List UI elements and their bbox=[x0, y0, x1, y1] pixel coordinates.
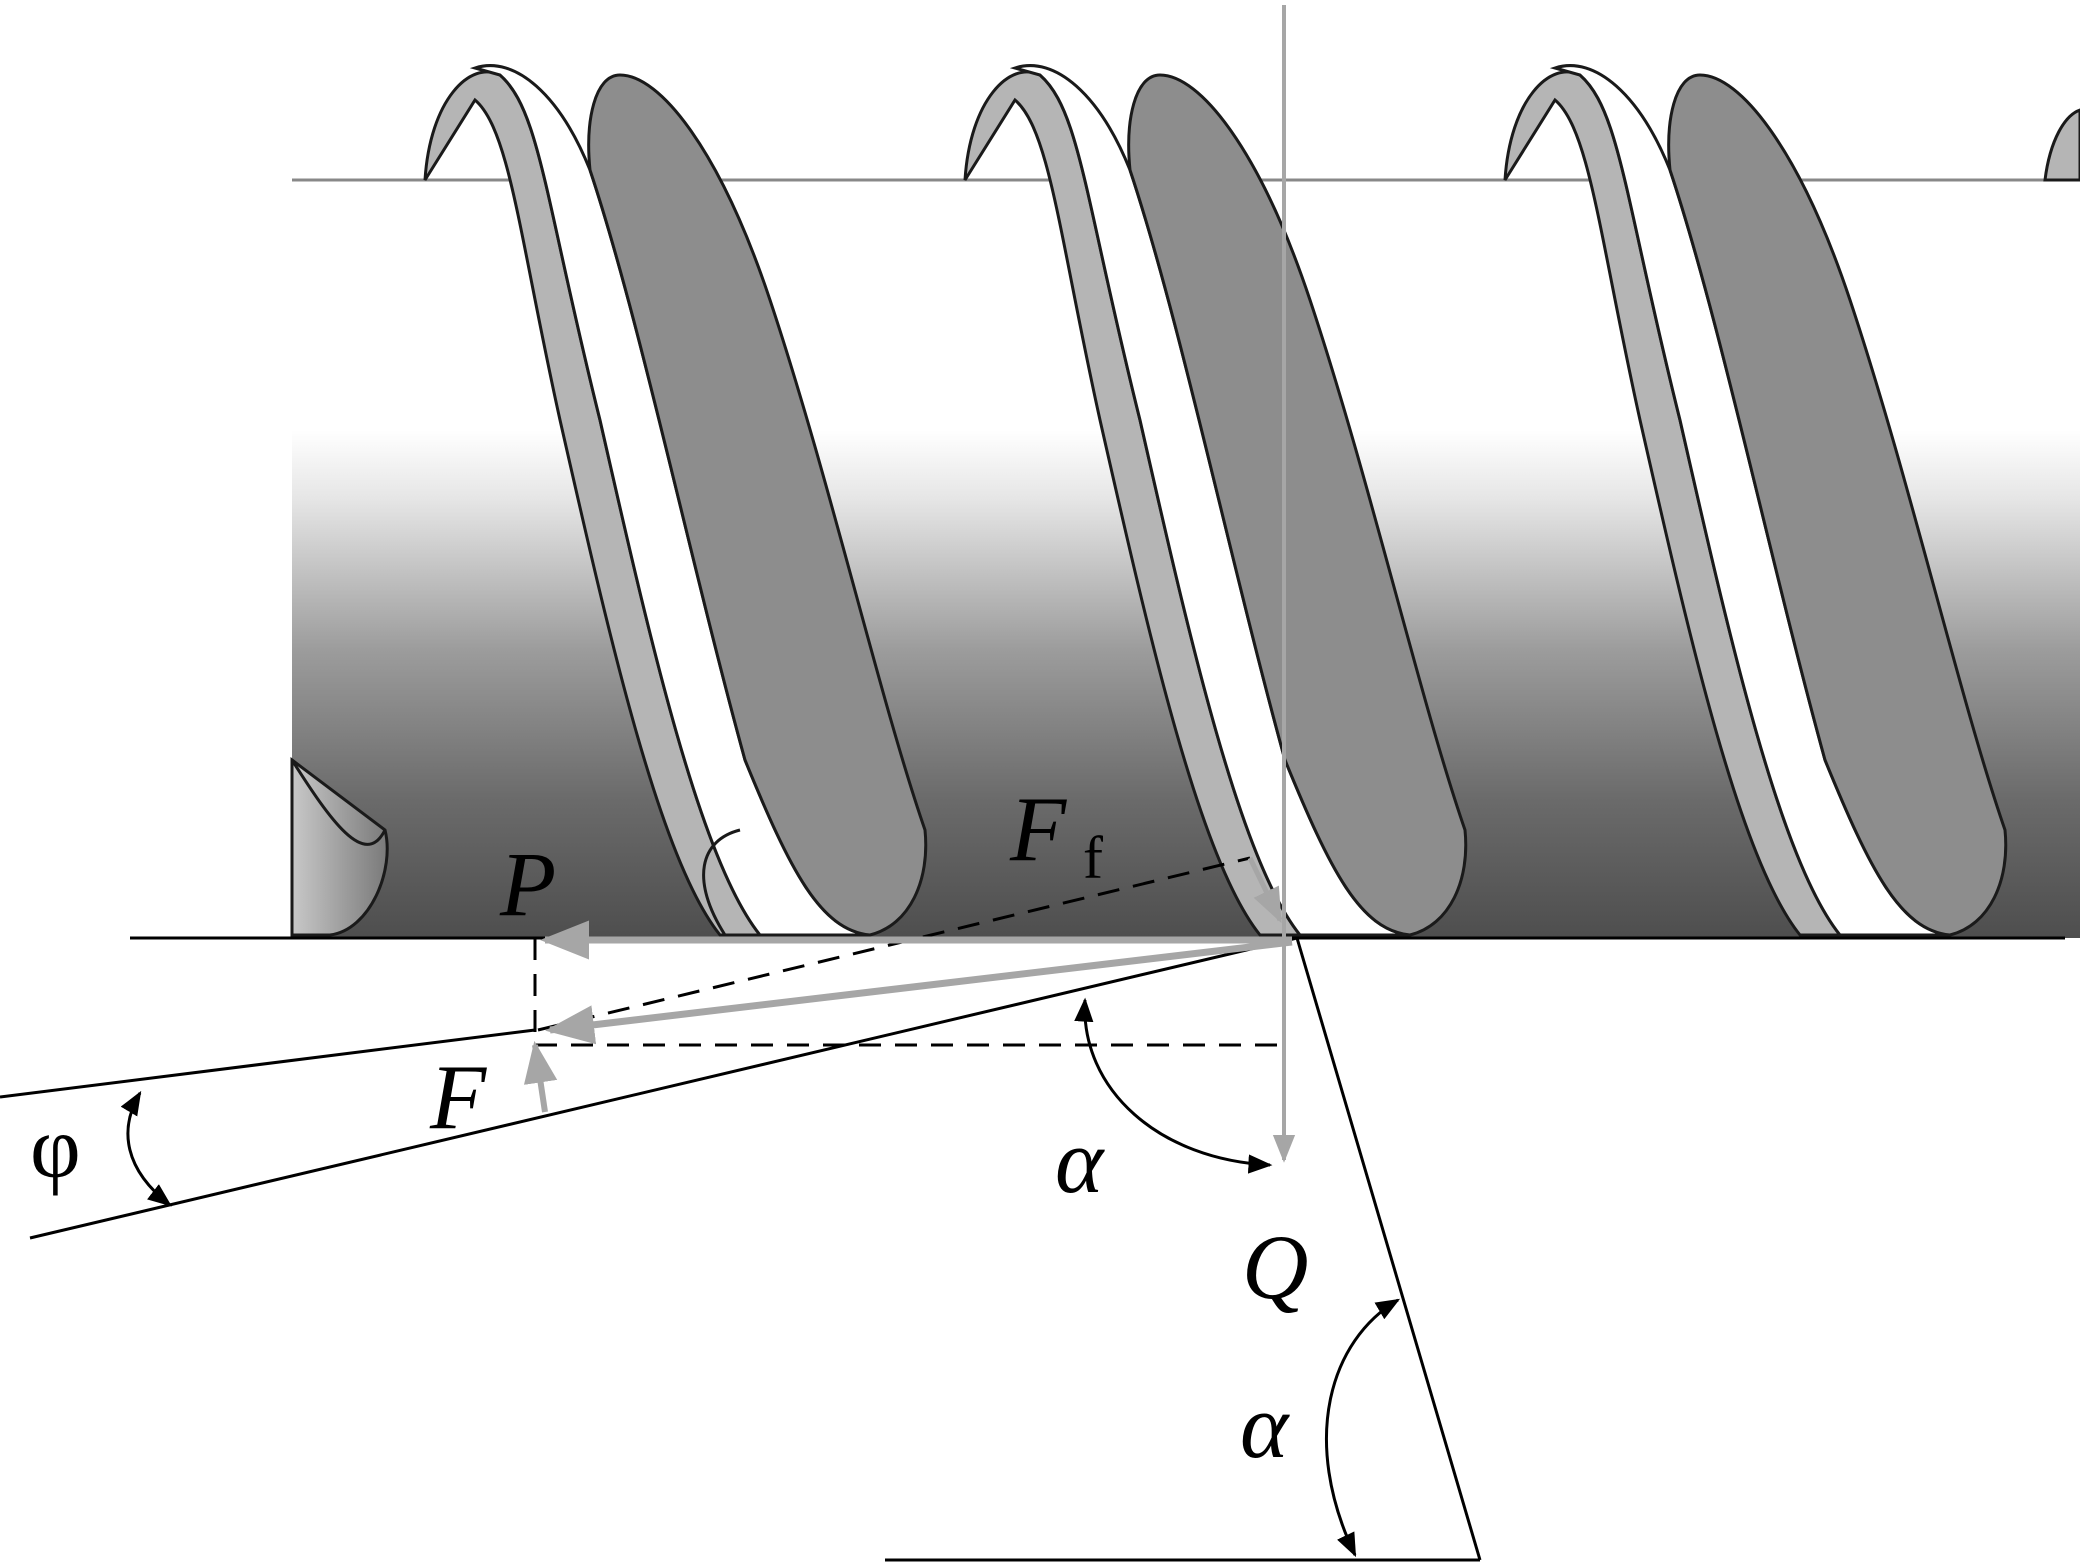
thread-4-partial bbox=[2043, 108, 2080, 182]
label-F: F bbox=[429, 1046, 487, 1148]
label-phi: φ bbox=[30, 1100, 81, 1197]
thread-partial-left bbox=[290, 756, 389, 937]
phi-arc bbox=[120, 1090, 172, 1207]
force-F-arrow bbox=[545, 938, 1293, 1045]
construction-lines bbox=[0, 936, 2065, 1562]
thread-2 bbox=[963, 64, 1468, 937]
angle-arcs bbox=[120, 997, 1401, 1558]
label-P: P bbox=[499, 833, 556, 935]
alpha-upper-arc bbox=[1074, 997, 1273, 1174]
label-Ff-subscript: f bbox=[1083, 825, 1103, 891]
force-arrows bbox=[523, 5, 1296, 1163]
label-Q: Q bbox=[1242, 1216, 1308, 1318]
force-F-sub-arrow bbox=[523, 1040, 558, 1113]
label-Ff: F bbox=[1009, 778, 1067, 880]
lower-oblique-line bbox=[29, 936, 1298, 1240]
thread-3 bbox=[1503, 64, 2008, 937]
thread-partial-left-edge bbox=[290, 759, 387, 846]
label-alpha-lower: α bbox=[1240, 1375, 1290, 1477]
alpha-lower-arc bbox=[1325, 1298, 1401, 1558]
force-Ff-arrow bbox=[1247, 856, 1283, 924]
thread-1 bbox=[423, 64, 928, 937]
dashed-friction-line bbox=[537, 856, 1251, 1032]
labels: P F F f Q α α φ bbox=[30, 778, 1308, 1477]
inclined-wall bbox=[1295, 937, 1482, 1561]
upper-oblique-line bbox=[0, 1028, 536, 1099]
label-alpha-upper: α bbox=[1055, 1110, 1105, 1212]
screw-threads bbox=[290, 64, 2080, 937]
